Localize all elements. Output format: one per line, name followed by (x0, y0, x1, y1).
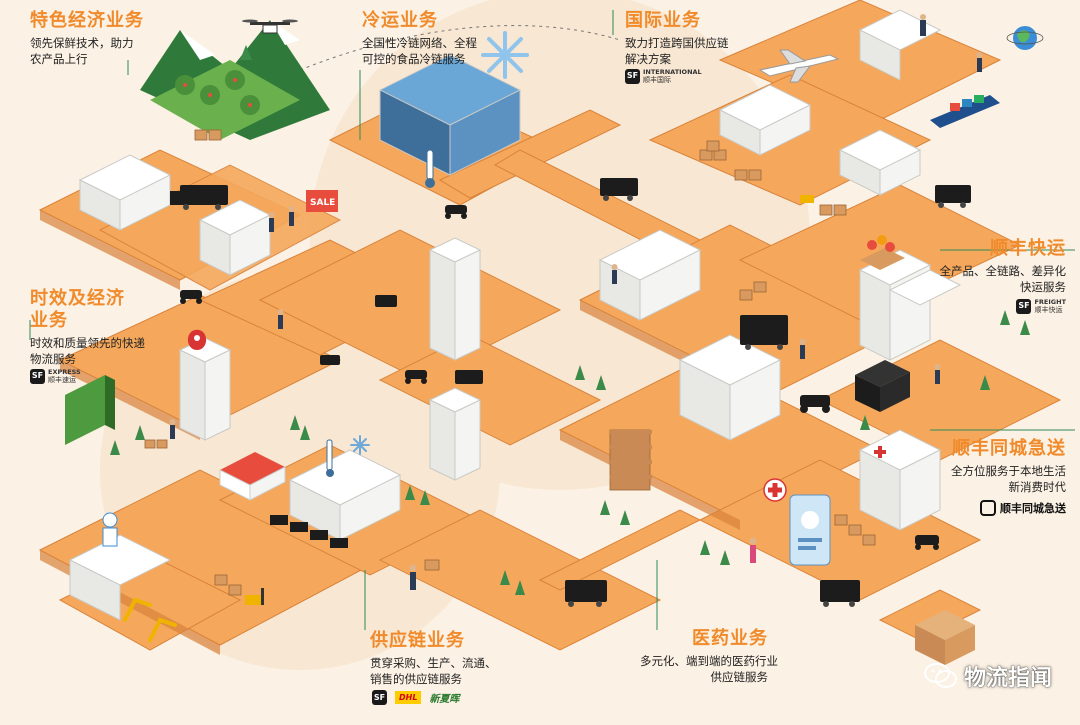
label-express: 时效及经济 业务 时效和质量领先的快递 物流服务 (30, 288, 145, 367)
sf-logo-icon: SF (625, 68, 640, 84)
sale-sign-text: SALE (310, 198, 335, 208)
shelf-rack (610, 430, 652, 479)
cold-desc-2: 可控的食品冷链服务 (362, 52, 466, 66)
freight-desc-1: 全产品、全链路、差异化 (939, 264, 1067, 278)
drone-route (299, 25, 621, 71)
fire-box (855, 360, 910, 412)
watermark-text: 物流指闻 (963, 666, 1052, 691)
logo-intl-cn: 顺丰国际 (643, 76, 671, 84)
label-intl: 国际业务 致力打造跨国供应链 解决方案 (625, 10, 729, 67)
intl-desc-1: 致力打造跨国供应链 (625, 36, 729, 50)
xinxiahui-logo: 新夏晖 (429, 694, 460, 705)
citysame-desc-1: 全方位服务于本地生活 (951, 464, 1066, 478)
medical-desc-1: 多元化、端到端的医药行业 (640, 654, 778, 668)
robot-arm (123, 597, 177, 642)
location-pin-icon (187, 329, 207, 350)
freight-desc-2: 快运服务 (1020, 280, 1066, 294)
wechat-icon (923, 663, 957, 688)
globe-icon (1006, 26, 1044, 50)
logo-express-cn: 顺丰速运 (48, 376, 76, 384)
medical-phone-screen (789, 494, 831, 566)
farm-mountain (140, 20, 330, 140)
logo-citysame-text: 顺丰同城急送 (1000, 502, 1066, 515)
people (169, 14, 983, 590)
forklift (245, 195, 814, 605)
thermometer-icon (326, 149, 435, 477)
parcel-box (915, 610, 975, 665)
label-medical: 医药业务 多元化、端到端的医药行业 供应链服务 (640, 628, 778, 685)
cargo-ship-icon (930, 95, 1000, 128)
specialty-desc-1: 领先保鲜技术，助力 (30, 36, 134, 50)
hospital-cross-icon (874, 446, 886, 458)
freight-title: 顺丰快运 (990, 238, 1066, 259)
robot-figure (102, 512, 118, 547)
label-supply: 供应链业务 贯穿采购、生产、流通、 销售的供应链服务 (370, 630, 497, 687)
scooters (180, 205, 939, 550)
specialty-desc-2: 农产品上行 (30, 52, 88, 66)
green-wall (65, 375, 115, 445)
snowflake-icon (481, 31, 529, 79)
building-blocks (68, 9, 962, 621)
label-cold: 冷运业务 全国性冷链网络、全程 可控的食品冷链服务 (362, 10, 477, 67)
specialty-title: 特色经济业务 (30, 10, 144, 31)
intl-title: 国际业务 (625, 10, 701, 31)
label-freight: 顺丰快运 全产品、全链路、差异化 快运服务 (940, 238, 1067, 295)
watermark: 物流指闻 (923, 660, 1052, 692)
supply-desc-2: 销售的供应链服务 (370, 672, 462, 686)
express-desc-2: 物流服务 (30, 352, 76, 366)
airplane-icon (758, 49, 840, 83)
road-network (38, 0, 1062, 651)
intl-desc-2: 解决方案 (625, 52, 671, 66)
logo-supply-partners: SF DHL 新夏晖 (372, 690, 459, 705)
logo-freight-cn: 顺丰快运 (1034, 306, 1063, 314)
citysame-logo-icon (980, 500, 996, 516)
drone-icon (242, 19, 298, 34)
snowflake-icon (350, 435, 370, 455)
medical-cross-icon (763, 478, 787, 502)
express-title-2: 业务 (30, 310, 68, 331)
storefront (219, 452, 286, 501)
sale-sign: SALE (306, 190, 338, 212)
medical-title: 医药业务 (692, 628, 768, 649)
cold-title: 冷运业务 (362, 10, 438, 31)
leader-lines (29, 10, 1075, 630)
delivery-trucks (170, 178, 971, 607)
flower-box (860, 235, 905, 270)
label-specialty: 特色经济业务 领先保鲜技术，助力 农产品上行 (30, 10, 144, 67)
logo-intl-en: INTERNATIONAL (643, 68, 702, 76)
medical-desc-2: 供应链服务 (710, 670, 769, 684)
citysame-desc-2: 新消费时代 (1008, 480, 1067, 494)
supply-desc-1: 贯穿采购、生产、流通、 (370, 656, 497, 670)
express-desc-1: 时效和质量领先的快递 (30, 336, 145, 350)
sf-logo-icon: SF (30, 368, 45, 384)
supply-title: 供应链业务 (370, 630, 465, 651)
dhl-logo: DHL (395, 691, 422, 704)
express-title-1: 时效及经济 (30, 288, 125, 309)
logo-freight-en: FREIGHT (1034, 298, 1066, 306)
label-citysame: 顺丰同城急送 全方位服务于本地生活 新消费时代 (951, 438, 1066, 495)
sf-logo-icon: SF (1016, 298, 1032, 314)
trees (110, 45, 1030, 595)
logo-express-en: EXPRESS (48, 368, 81, 376)
cold-desc-1: 全国性冷链网络、全程 (362, 36, 477, 50)
citysame-title: 顺丰同城急送 (952, 438, 1066, 459)
sf-logo-icon: SF (372, 690, 387, 705)
logo-citysame: 顺丰同城急送 (980, 500, 1066, 516)
